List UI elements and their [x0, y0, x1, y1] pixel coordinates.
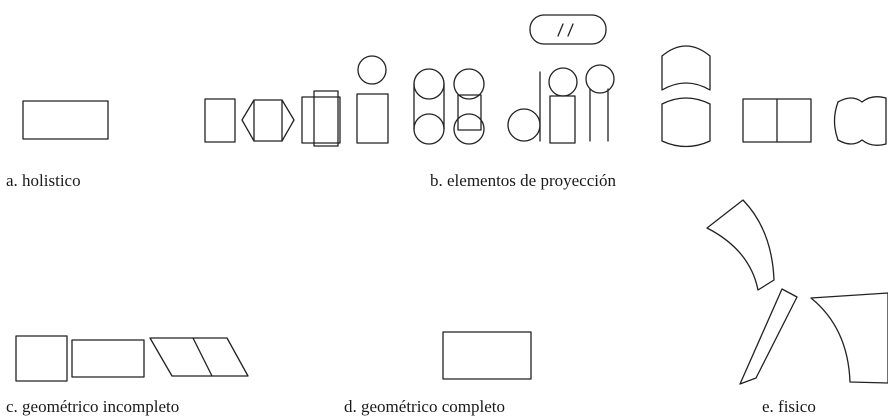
projection-element-cloud: [833, 96, 887, 146]
projection-element-circle-rect-2: [548, 67, 578, 144]
physical-parallelogram: [739, 288, 798, 385]
caption-holistic: a. holistico: [6, 171, 81, 190]
projection-element-rect: [204, 98, 236, 143]
caption-incomplete-geometric: c. geométrico incompleto: [6, 397, 180, 416]
incomplete-geometric-shapes: [15, 335, 249, 382]
projection-element-circle-line: [507, 71, 541, 142]
caption-physical: e. fisico: [762, 397, 816, 416]
projection-element-cylinder-2: [453, 68, 485, 145]
projection-element-circle-lines: [585, 64, 615, 142]
projection-element-oval: [529, 14, 607, 45]
projection-element-circle-rect: [356, 55, 389, 144]
projection-element-cylinder-1: [413, 68, 445, 145]
projection-element-split-rect: [742, 98, 812, 143]
complete-geometric-rectangle: [442, 331, 532, 380]
projection-element-tall-cylinder: [661, 45, 711, 148]
caption-projection-elements: b. elementos de proyección: [430, 171, 616, 190]
projection-element-double-rect: [301, 90, 341, 147]
projection-element-arrows: [241, 99, 295, 142]
caption-complete-geometric: d. geométrico completo: [344, 397, 505, 416]
holistic-rectangle: [22, 100, 109, 140]
physical-curved-piece-top: [706, 199, 775, 291]
physical-curved-piece-right: [810, 292, 888, 384]
